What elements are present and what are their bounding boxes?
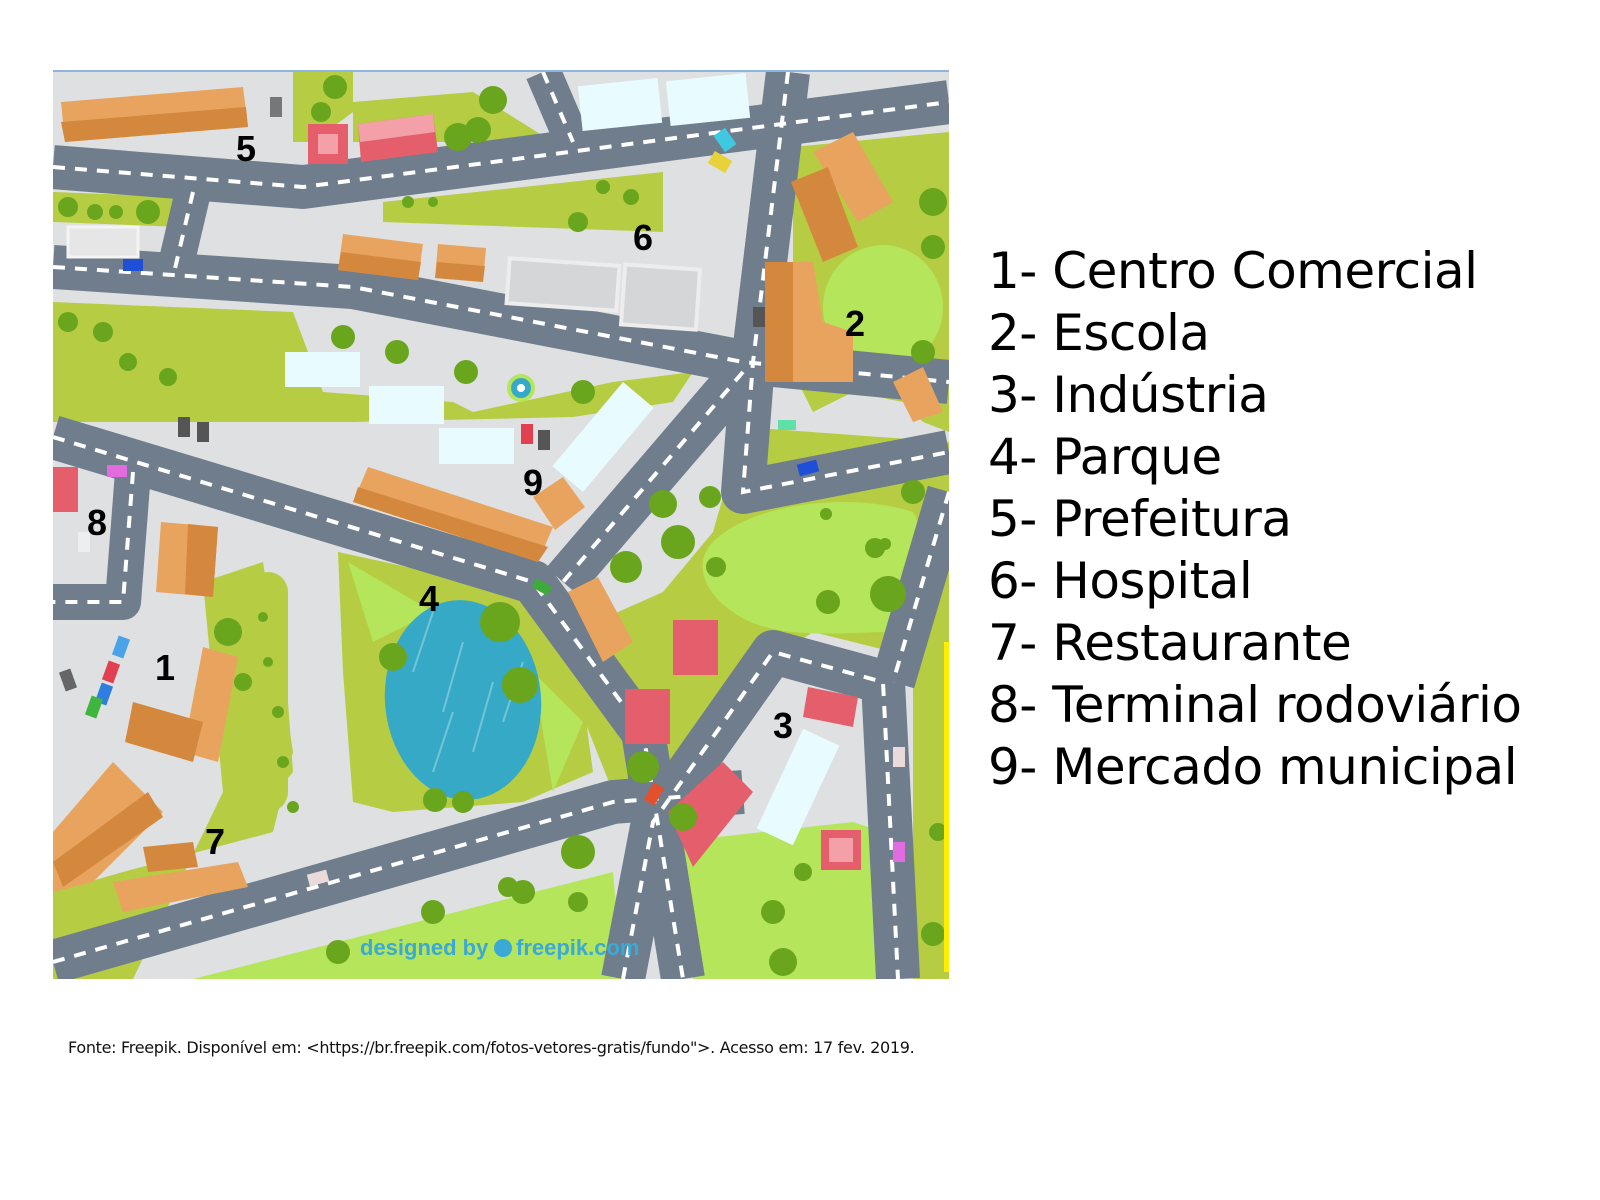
city-map-illustration: 1 2 3 4 5 6 7 8 9 designed by freepik.co…	[53, 72, 949, 979]
legend-item-2: 2- Escola	[988, 304, 1210, 362]
legend-item-4: 4- Parque	[988, 428, 1222, 486]
map-markers: 1 2 3 4 5 6 7 8 9	[87, 128, 865, 862]
legend-item-5: 5- Prefeitura	[988, 490, 1292, 548]
marker-3: 3	[773, 705, 793, 746]
pond	[384, 600, 542, 800]
marker-8: 8	[87, 502, 107, 543]
legend-item-3: 3- Indústria	[988, 366, 1269, 424]
red-roof-buildings	[53, 114, 861, 870]
white-buildings	[66, 72, 840, 846]
yellow-edge-strip	[944, 642, 949, 972]
vehicles	[58, 97, 905, 887]
legend-item-6: 6- Hospital	[988, 552, 1253, 610]
marker-1: 1	[155, 647, 175, 688]
city-map: 1 2 3 4 5 6 7 8 9 designed by freepik.co…	[53, 70, 949, 979]
legend-item-8: 8- Terminal rodoviário	[988, 676, 1522, 734]
legend-item-7: 7- Restaurante	[988, 614, 1352, 672]
marker-4: 4	[419, 578, 439, 619]
marker-7: 7	[205, 821, 225, 862]
fountain	[507, 374, 535, 402]
watermark-brand: freepik.com	[516, 935, 640, 960]
marker-6: 6	[633, 217, 653, 258]
freepik-logo-icon	[494, 939, 512, 957]
map-legend: 1- Centro Comercial 2- Escola 3- Indústr…	[988, 240, 1522, 798]
watermark-text: designed by	[360, 935, 489, 960]
freepik-watermark: designed by freepik.com	[360, 935, 640, 960]
orange-roof-buildings	[53, 87, 943, 912]
marker-9: 9	[523, 462, 543, 503]
legend-item-1: 1- Centro Comercial	[988, 242, 1478, 300]
legend-item-9: 9- Mercado municipal	[988, 738, 1518, 796]
marker-5: 5	[236, 128, 256, 169]
marker-2: 2	[845, 303, 865, 344]
source-caption: Fonte: Freepik. Disponível em: <https://…	[68, 1038, 915, 1057]
trees	[58, 75, 947, 976]
